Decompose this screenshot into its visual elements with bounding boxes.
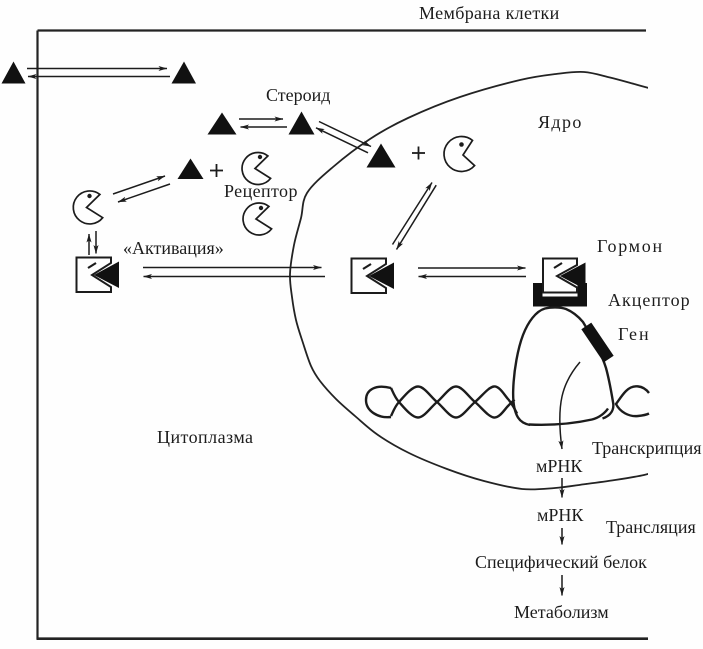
svg-text:Гормон: Гормон [597,236,664,256]
svg-text:Ген: Ген [618,324,651,344]
svg-text:Ядро: Ядро [538,112,583,132]
svg-text:Метаболизм: Метаболизм [514,602,609,622]
svg-text:Стероид: Стероид [266,85,330,105]
svg-text:Транскрипция: Транскрипция [592,438,701,458]
svg-text:Цитоплазма: Цитоплазма [157,427,253,447]
svg-text:Трансляция: Трансляция [606,517,696,537]
svg-text:мРНК: мРНК [536,456,583,476]
svg-text:Мембрана клетки: Мембрана клетки [419,3,560,23]
svg-text:Специфический белок: Специфический белок [475,552,647,572]
svg-text:Акцептор: Акцептор [608,290,691,310]
svg-text:мРНК: мРНК [537,505,584,525]
svg-text:Рецептор: Рецептор [224,181,298,201]
svg-text:«Активация»: «Активация» [123,238,224,258]
